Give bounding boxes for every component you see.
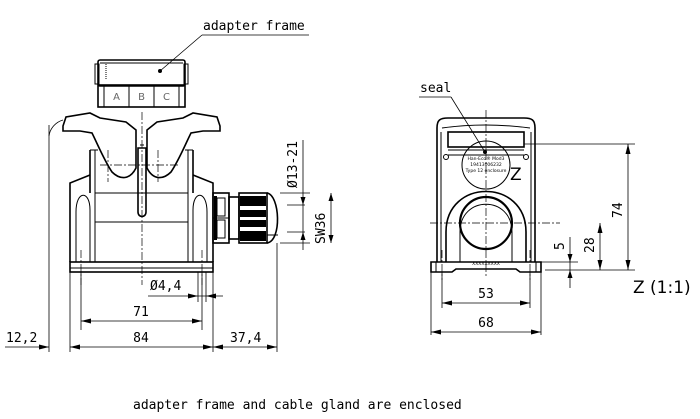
view-label: Z (1:1)	[633, 278, 691, 298]
seal-line-2: 19413006232	[470, 162, 502, 168]
view-marker-z: Z	[510, 165, 522, 185]
cable-gland	[212, 192, 279, 244]
adapter-frame-label: adapter frame	[203, 19, 305, 34]
base-width-dim: 84	[133, 331, 149, 346]
hole-spacing-dim: 71	[133, 305, 149, 320]
slot-label-c: C	[163, 92, 170, 103]
seal-label: seal	[420, 81, 451, 96]
adapter-frame: A B C	[94, 59, 189, 108]
slot-label-a: A	[113, 92, 120, 103]
left-offset-dim: 12,2	[6, 331, 37, 346]
gland-diameter-dim: Ø13-21	[286, 141, 301, 188]
side-view-dimensions: Ø13-21 SW36 Ø4,4 71 84 12,2	[5, 119, 334, 352]
seal-line-1: Han-Eco® Mod3	[468, 155, 505, 162]
seal-callout: seal	[419, 81, 487, 154]
front-base-width-dim: 68	[478, 316, 494, 331]
gland-wrench-size-dim: SW36	[314, 213, 329, 244]
axis-height-dim: 28	[583, 237, 598, 253]
front-view-dimensions: 74 28 5 53 68	[430, 143, 635, 335]
front-hole-spacing-dim: 53	[478, 287, 494, 302]
gland-projection-dim: 37,4	[230, 331, 261, 346]
housing-side-view	[62, 112, 221, 285]
height-dim: 74	[611, 202, 626, 218]
mounting-hole-diameter-dim: Ø4,4	[150, 279, 181, 294]
seal-stamp: Han-Eco® Mod3 19413006232 Type 12 enclos…	[461, 140, 522, 190]
adapter-frame-callout: adapter frame	[158, 19, 309, 73]
housing-front-view: XXXXXXXXX	[430, 110, 560, 280]
footer-note: adapter frame and cable gland are enclos…	[133, 398, 462, 413]
base-thickness-dim: 5	[553, 242, 568, 250]
seal-line-3: Type 12 enclosure	[465, 168, 507, 174]
slot-label-b: B	[138, 92, 145, 103]
